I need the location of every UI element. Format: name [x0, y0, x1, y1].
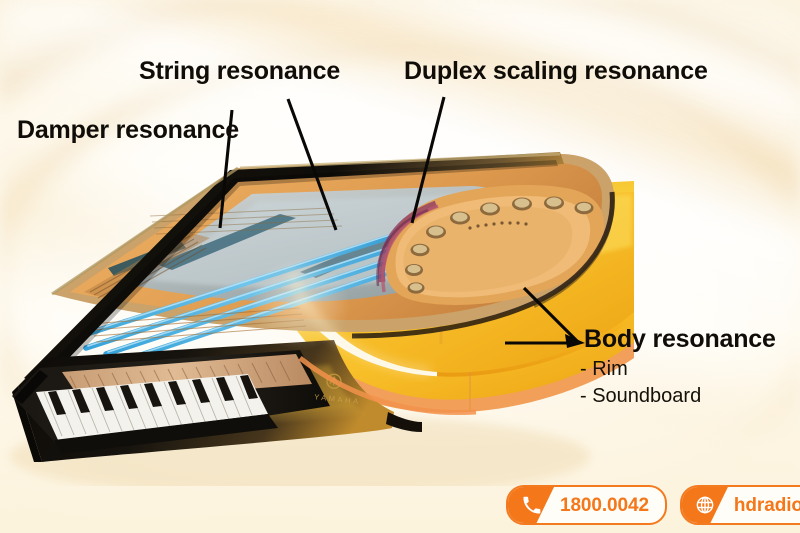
callout-body-resonance-sublist: - Rim - Soundboard — [580, 356, 701, 409]
callout-body-item-rim: - Rim — [580, 358, 628, 380]
callout-string-resonance: String resonance — [139, 57, 341, 85]
website-url: hdradio.vn — [733, 494, 800, 516]
globe-icon — [681, 487, 728, 523]
phone-icon — [508, 487, 554, 523]
callout-body-item-soundboard: - Soundboard — [580, 384, 702, 407]
website-badge[interactable]: hdradio.vn — [679, 485, 800, 525]
callout-damper-resonance: Damper resonance — [17, 116, 239, 144]
phone-number: 1800.0042 — [560, 494, 649, 516]
callout-body-resonance: Body resonance — [584, 325, 776, 353]
callout-duplex-scaling-resonance: Duplex scaling resonance — [404, 57, 708, 85]
grand-piano-cutaway-illustration: YAMAHA — [0, 96, 690, 486]
footer-contact-badges: 1800.0042 hdradio.vn — [506, 485, 800, 525]
phone-badge[interactable]: 1800.0042 — [506, 485, 667, 525]
